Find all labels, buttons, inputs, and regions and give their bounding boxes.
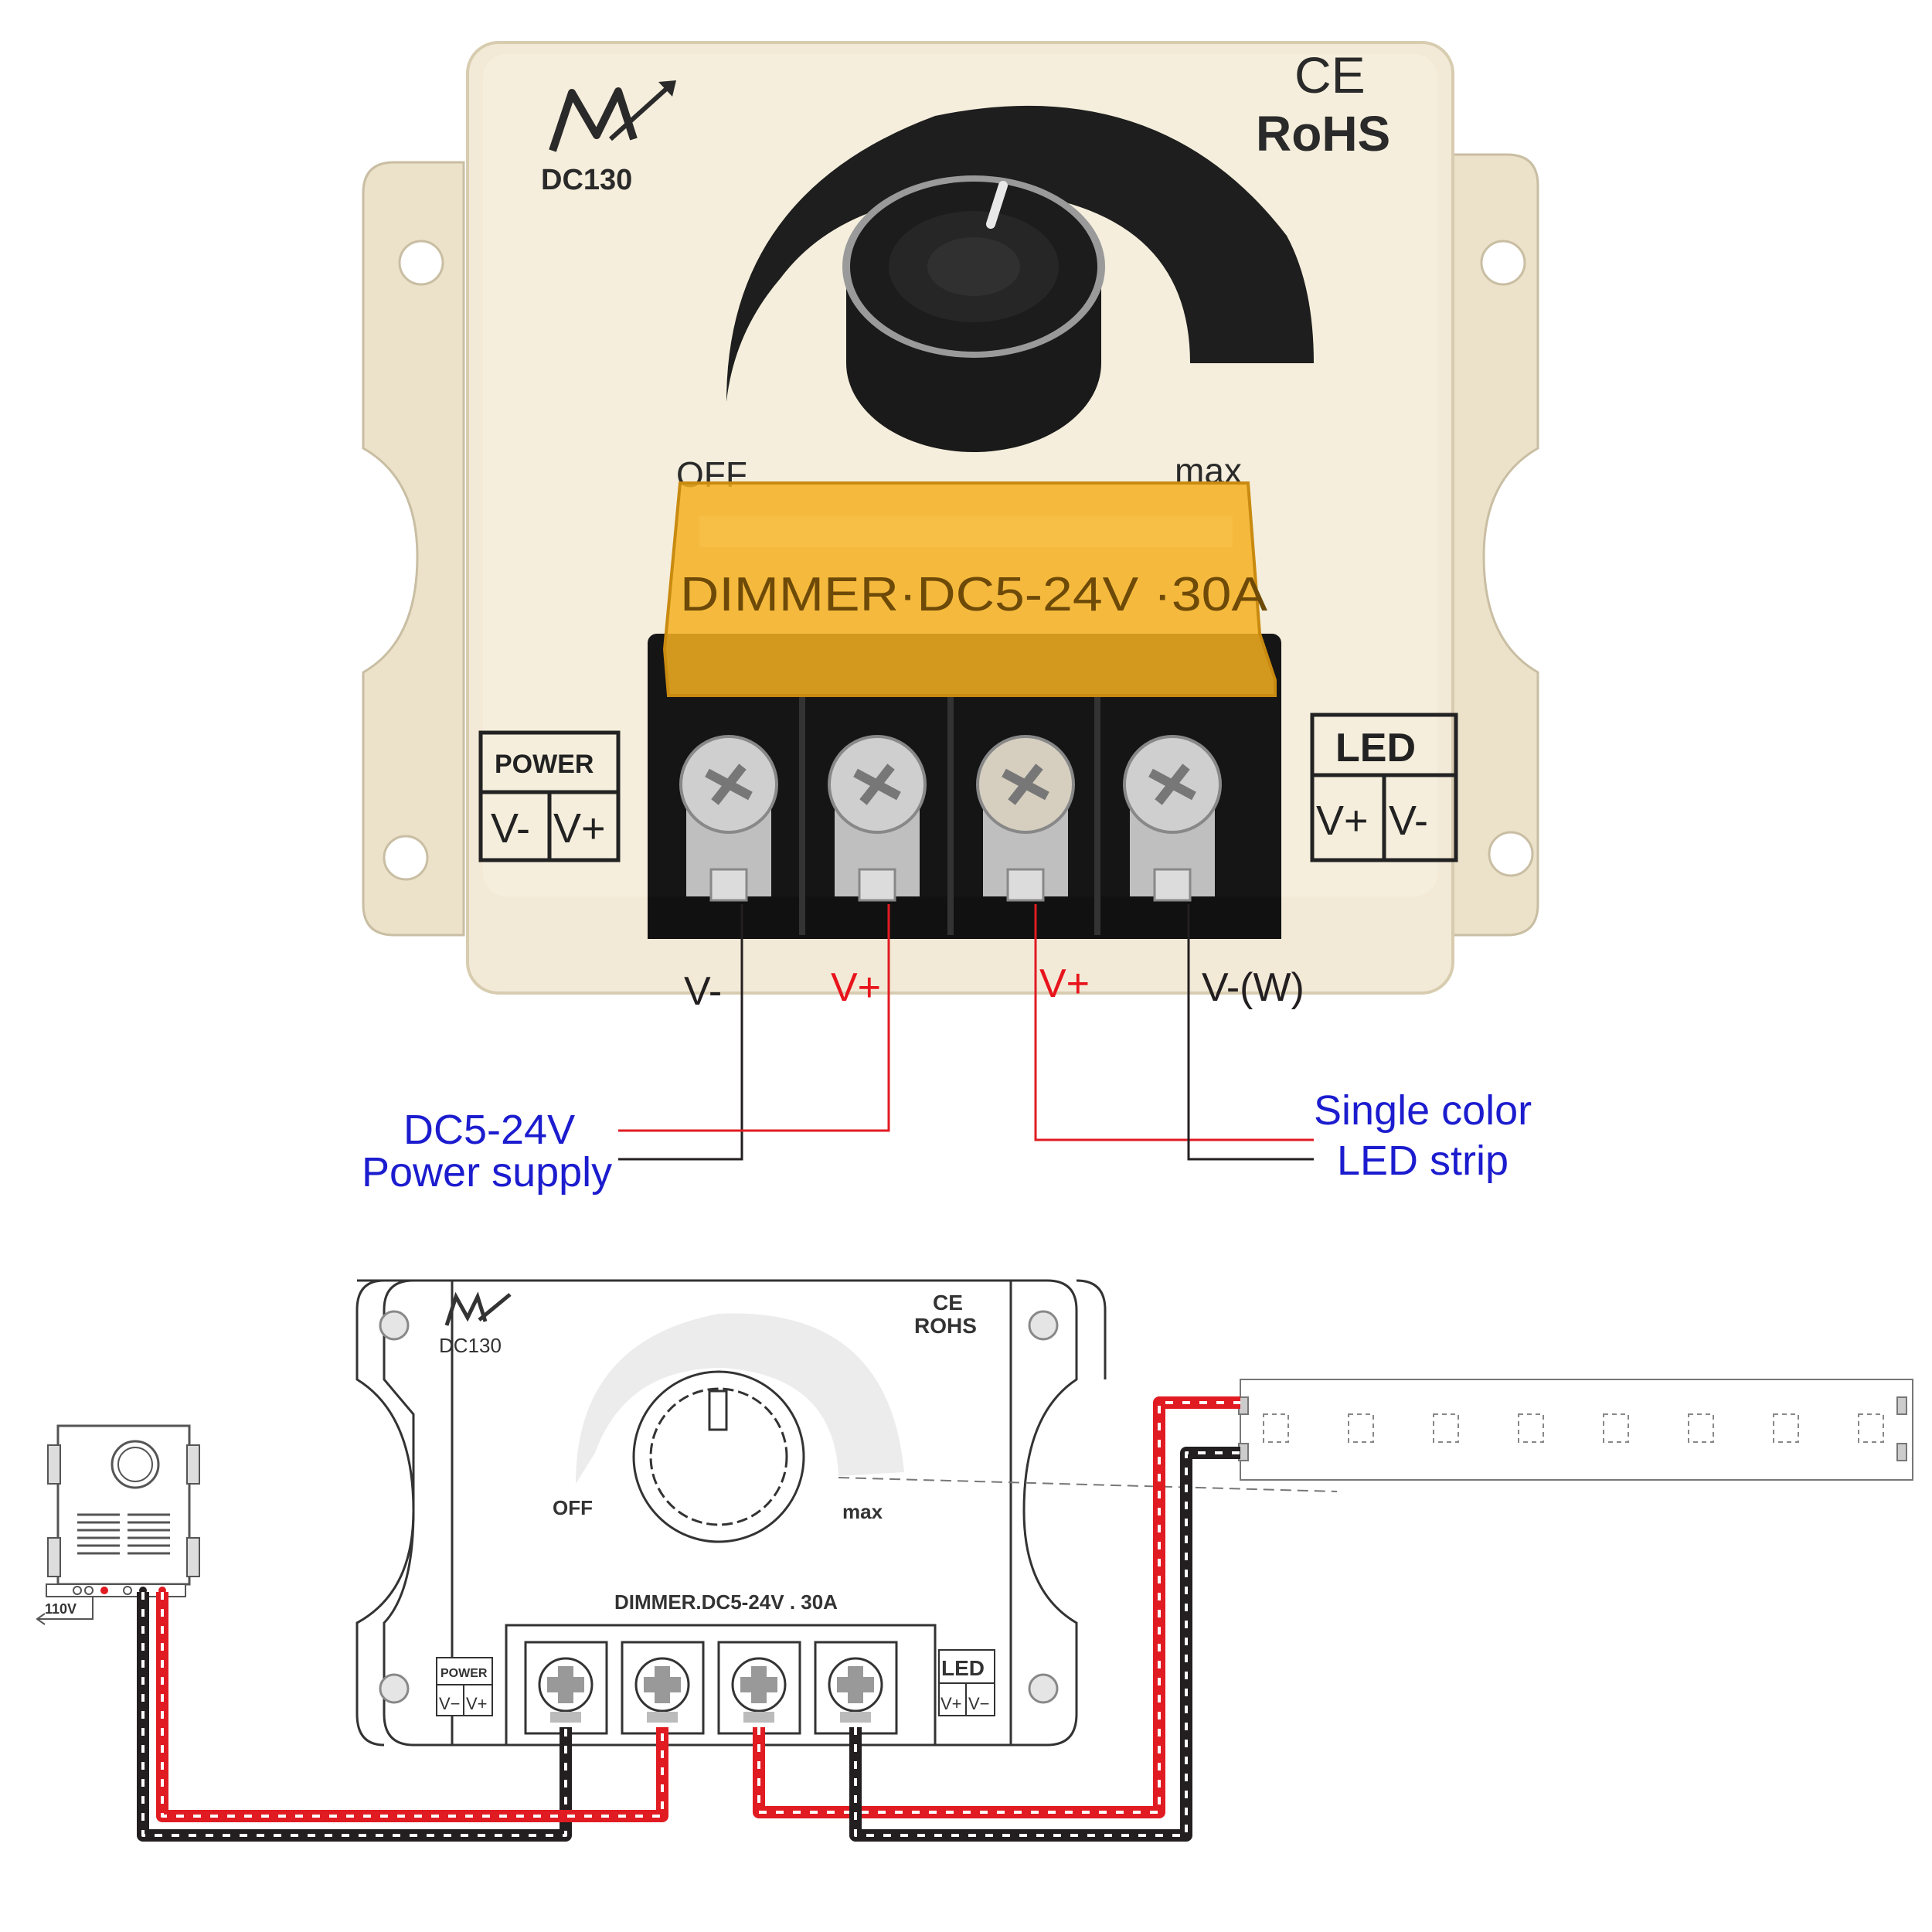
wire-vplus-power	[618, 904, 890, 1132]
terminal-screw-3[interactable]	[976, 735, 1075, 902]
ce-mark: CE	[1294, 46, 1366, 104]
drawing-led-title: LED	[941, 1656, 985, 1680]
led-chip	[1773, 1413, 1799, 1443]
top-wiring-callouts: V- V+ V+ V-(W) DC5-24V Power supply Sing…	[362, 904, 1532, 1196]
wire-vminus-power	[618, 904, 743, 1161]
drawing-power-title: POWER	[440, 1667, 488, 1680]
drawing-mount-hole	[379, 1310, 410, 1341]
terminal-screw-4[interactable]	[1123, 735, 1222, 902]
drawing-screw-1[interactable]	[538, 1657, 594, 1723]
power-vminus-label: V-	[491, 805, 530, 852]
drawing-rohs-mark: ROHS	[914, 1314, 977, 1338]
wire-vminus-led	[1187, 904, 1314, 1161]
led-title: LED	[1335, 726, 1416, 770]
max-leader-dashed	[838, 1477, 1338, 1492]
drawing-max-label: max	[842, 1500, 883, 1523]
power-supply-unit: 110V	[36, 1424, 200, 1625]
cover-rating-label: DIMMER·DC5-24V ·30A	[680, 568, 1268, 621]
supply-voltage-label: 110V	[45, 1601, 77, 1617]
led-vminus-label: V-	[1389, 798, 1428, 844]
drawing-off-label: OFF	[553, 1496, 593, 1519]
drawing-mount-hole	[1028, 1310, 1059, 1341]
led-chip	[1603, 1413, 1629, 1443]
ac-input-arrow	[36, 1597, 94, 1625]
led-chip	[1688, 1413, 1714, 1443]
drawing-power-box: POWER V− V+	[436, 1657, 493, 1716]
drawing-knob[interactable]	[632, 1370, 805, 1543]
drawing-screw-3[interactable]	[731, 1657, 787, 1723]
terminal-screw-2[interactable]	[828, 735, 927, 902]
left-mount-flange	[362, 161, 465, 937]
led-label-box: LED V+ V-	[1310, 713, 1458, 862]
drawing-led-box: LED V+ V−	[938, 1649, 995, 1716]
drawing-dial-arc	[576, 1313, 904, 1484]
power-supply-voltage: DC5-24V	[403, 1107, 575, 1153]
power-supply-label: Power supply	[362, 1149, 612, 1196]
rohs-mark: RoHS	[1256, 106, 1390, 162]
mount-hole	[383, 835, 429, 881]
led-strip-type: Single color	[1314, 1087, 1532, 1134]
led-chip	[1518, 1413, 1544, 1443]
power-vplus-label: V+	[553, 805, 606, 852]
knob-dial-arc	[726, 105, 1314, 402]
mount-hole	[1488, 831, 1534, 877]
led-vplus-label: V+	[1316, 798, 1369, 844]
mount-hole	[1480, 240, 1526, 286]
terminal-screw-1[interactable]	[679, 735, 778, 902]
drawing-brand-logo	[444, 1291, 512, 1326]
led-chip	[1433, 1413, 1459, 1443]
terminal-block-base	[648, 896, 1281, 939]
led-chip	[1263, 1413, 1289, 1443]
bottom-line-drawing: DC130 CE ROHS OFF max DIMMER.DC5-24V . 3…	[36, 1279, 1913, 1842]
knob-indicator	[986, 181, 1008, 229]
model-label: DC130	[541, 164, 632, 196]
drawing-led-vminus: V−	[968, 1694, 990, 1713]
drawing-led-vplus: V+	[940, 1694, 962, 1713]
drawing-wires	[137, 1396, 1240, 1842]
drawing-screw-2[interactable]	[634, 1657, 690, 1723]
power-title: POWER	[495, 750, 594, 779]
drawing-mount-hole	[1028, 1673, 1059, 1704]
drawing-right-flange	[1009, 1279, 1107, 1745]
drawing-ce-mark: CE	[933, 1291, 963, 1315]
brand-logo	[549, 80, 676, 152]
drawing-dimmer-label: DIMMER.DC5-24V . 30A	[614, 1590, 838, 1614]
terminal-1-label: V-	[684, 969, 722, 1014]
dimmer-photo: DC130 CE RoHS OFF max	[362, 41, 1539, 995]
drawing-screw-4[interactable]	[828, 1657, 883, 1723]
drawing-left-flange	[355, 1279, 415, 1747]
wire-vplus-led	[1034, 904, 1314, 1141]
led-chip	[1348, 1413, 1374, 1443]
power-label-box: POWER V- V+	[478, 730, 621, 862]
drawing-power-vplus: V+	[466, 1694, 488, 1713]
drawing-model-label: DC130	[439, 1334, 502, 1357]
mount-hole	[398, 240, 444, 286]
terminal-4-label: V-(W)	[1202, 965, 1304, 1010]
drawing-power-vminus: V−	[439, 1694, 461, 1713]
led-strip-label: LED strip	[1337, 1138, 1509, 1184]
right-mount-flange	[1444, 153, 1539, 937]
led-chip	[1858, 1413, 1884, 1443]
led-strip-drawing	[1238, 1379, 1913, 1481]
dimmer-knob[interactable]	[842, 175, 1105, 452]
terminal-block	[648, 634, 1281, 935]
drawing-mount-hole	[379, 1673, 410, 1704]
terminal-2-label: V+	[831, 965, 881, 1010]
terminal-3-label: V+	[1039, 961, 1090, 1006]
